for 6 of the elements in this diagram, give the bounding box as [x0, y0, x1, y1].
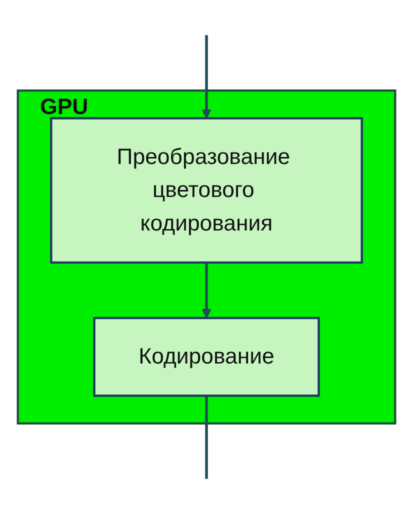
- node-box: [50, 117, 363, 264]
- node-box: [93, 316, 320, 397]
- cluster: [16, 89, 396, 425]
- connector: [205, 396, 208, 479]
- arrow: [202, 262, 212, 318]
- arrow: [202, 35, 212, 119]
